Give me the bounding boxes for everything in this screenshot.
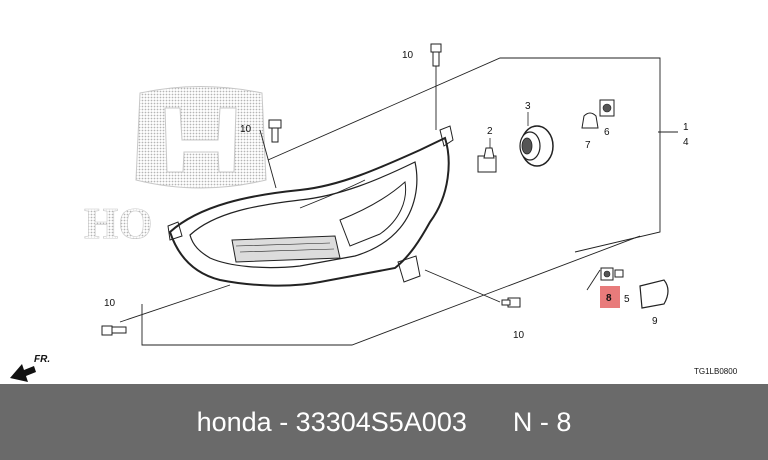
- front-arrow-icon: [10, 364, 36, 382]
- callout-10-left: 10: [240, 124, 252, 135]
- socket-8: [600, 267, 614, 281]
- callout-5: 5: [624, 294, 630, 305]
- svg-text:HO: HO: [84, 199, 152, 248]
- assembly-outline: [119, 57, 678, 346]
- callout-3: 3: [525, 101, 531, 112]
- parts-diagram: HO: [10, 43, 738, 382]
- side-marker-9: [639, 279, 669, 309]
- diagram-svg: HO: [10, 43, 738, 382]
- bulb-7: [581, 112, 599, 129]
- honda-watermark: HO: [84, 86, 267, 248]
- callout-10-top: 10: [402, 50, 414, 61]
- callout-6: 6: [604, 127, 610, 138]
- bolt-10-bottom-left: [101, 325, 127, 336]
- highlight-box: [600, 286, 620, 308]
- footer-bar: honda - 33304S5A003 N - 8: [0, 384, 768, 460]
- socket-6: [599, 99, 615, 117]
- reference-number-text: N - 8: [512, 406, 572, 437]
- bulb-5: [614, 269, 624, 278]
- callout-2: 2: [487, 126, 493, 137]
- callout-8: 8: [606, 293, 612, 304]
- diagram-code: TG1LB0800: [694, 367, 738, 376]
- cover-3: [519, 112, 554, 167]
- callout-4: 4: [683, 137, 689, 148]
- part-number-text: honda - 33304S5A003: [196, 406, 467, 437]
- bolt-10-bottom-mid: [501, 297, 521, 308]
- callout-9: 9: [652, 316, 658, 327]
- headlight-assembly: [167, 125, 454, 287]
- callout-1: 1: [683, 122, 689, 133]
- callout-10-bottom-left: 10: [104, 298, 116, 309]
- direction-label: FR.: [34, 354, 50, 365]
- callout-10-bottom-mid: 10: [513, 330, 525, 341]
- bulb-2: [477, 138, 497, 173]
- bolt-10-left: [268, 119, 282, 143]
- callout-7: 7: [585, 140, 591, 151]
- bolt-10-top: [430, 43, 442, 67]
